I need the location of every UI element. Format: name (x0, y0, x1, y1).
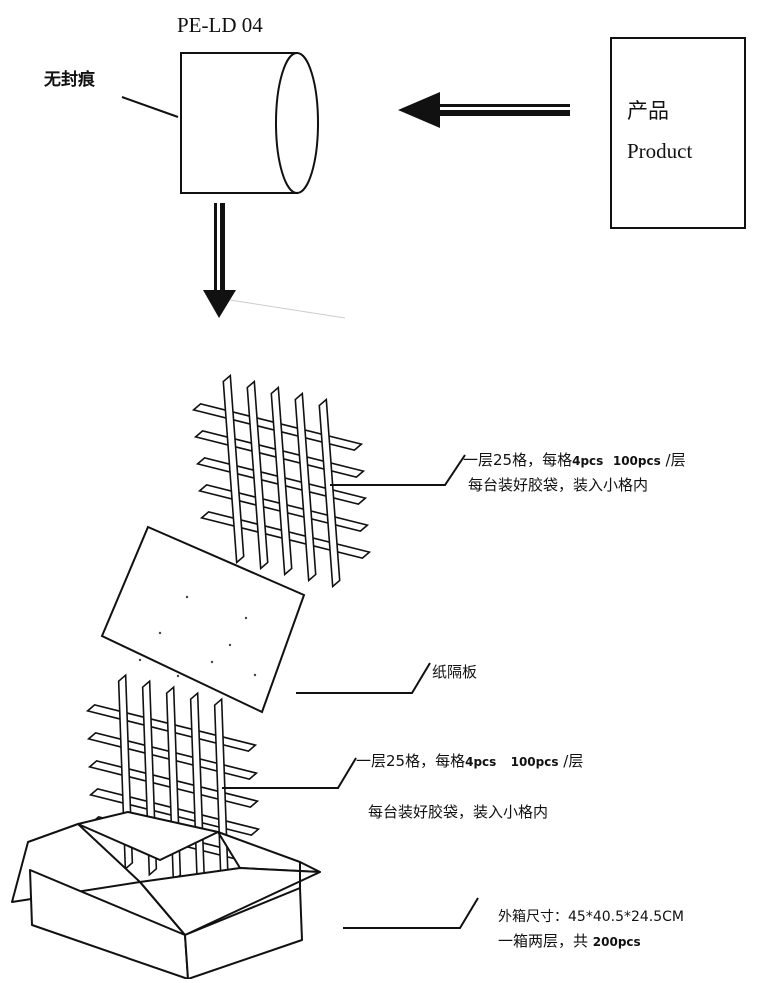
bottom-layer-total: 100pcs (510, 755, 559, 769)
bottom-layer-note-line2: 每台装好胶袋，装入小格内 (368, 803, 549, 821)
product-label-cn: 产品 (627, 99, 669, 123)
no-seal-pointer (121, 96, 179, 118)
outer-box-count: 一箱两层，共 200pcs (498, 930, 641, 951)
leader-top-grid (330, 454, 466, 486)
bottom-layer-unit: /层 (563, 752, 584, 770)
pe-bag-cylinder (180, 52, 319, 194)
outer-box-size: 外箱尺寸：45*40.5*24.5CM (498, 909, 685, 925)
leader-divider-board (296, 662, 431, 694)
leader-outer-box (343, 897, 479, 929)
outer-box-total: 200pcs (592, 935, 641, 949)
bottom-layer-grid-count: 一层25格，每格 (356, 752, 466, 770)
grid-strip (246, 379, 269, 571)
bag-label: PE-LD 04 (177, 13, 263, 37)
arrow-down (203, 203, 346, 319)
top-layer-grid-count: 一层25格，每格 (463, 451, 573, 469)
outer-box-layers: 一箱两层，共 (498, 932, 589, 950)
grid-divider-bottom (85, 673, 262, 895)
top-layer-total: 100pcs (612, 454, 661, 468)
leader-bottom-grid (222, 757, 357, 789)
top-layer-unit: /层 (665, 451, 686, 469)
top-layer-note-line2: 每台装好胶袋，装入小格内 (468, 476, 649, 494)
paper-divider-board (100, 525, 306, 714)
grid-strip (222, 373, 245, 565)
product-label-en: Product (627, 139, 693, 163)
top-layer-per-cell: 4pcs (572, 454, 604, 468)
top-layer-note-line1: 一层25格，每格4pcs 100pcs /层 (463, 449, 686, 470)
grid-strip (318, 397, 341, 589)
bottom-layer-per-cell: 4pcs (465, 755, 497, 769)
grid-strip (270, 385, 293, 577)
product-box (610, 37, 746, 229)
outer-carton-box (11, 811, 321, 980)
grid-divider-top (191, 373, 372, 589)
grid-strip (294, 391, 317, 583)
no-seal-note: 无封痕 (44, 70, 95, 90)
bottom-layer-note-line1: 一层25格，每格4pcs 100pcs /层 (356, 750, 583, 771)
divider-board-label: 纸隔板 (432, 663, 478, 681)
arrow-left (398, 92, 570, 128)
